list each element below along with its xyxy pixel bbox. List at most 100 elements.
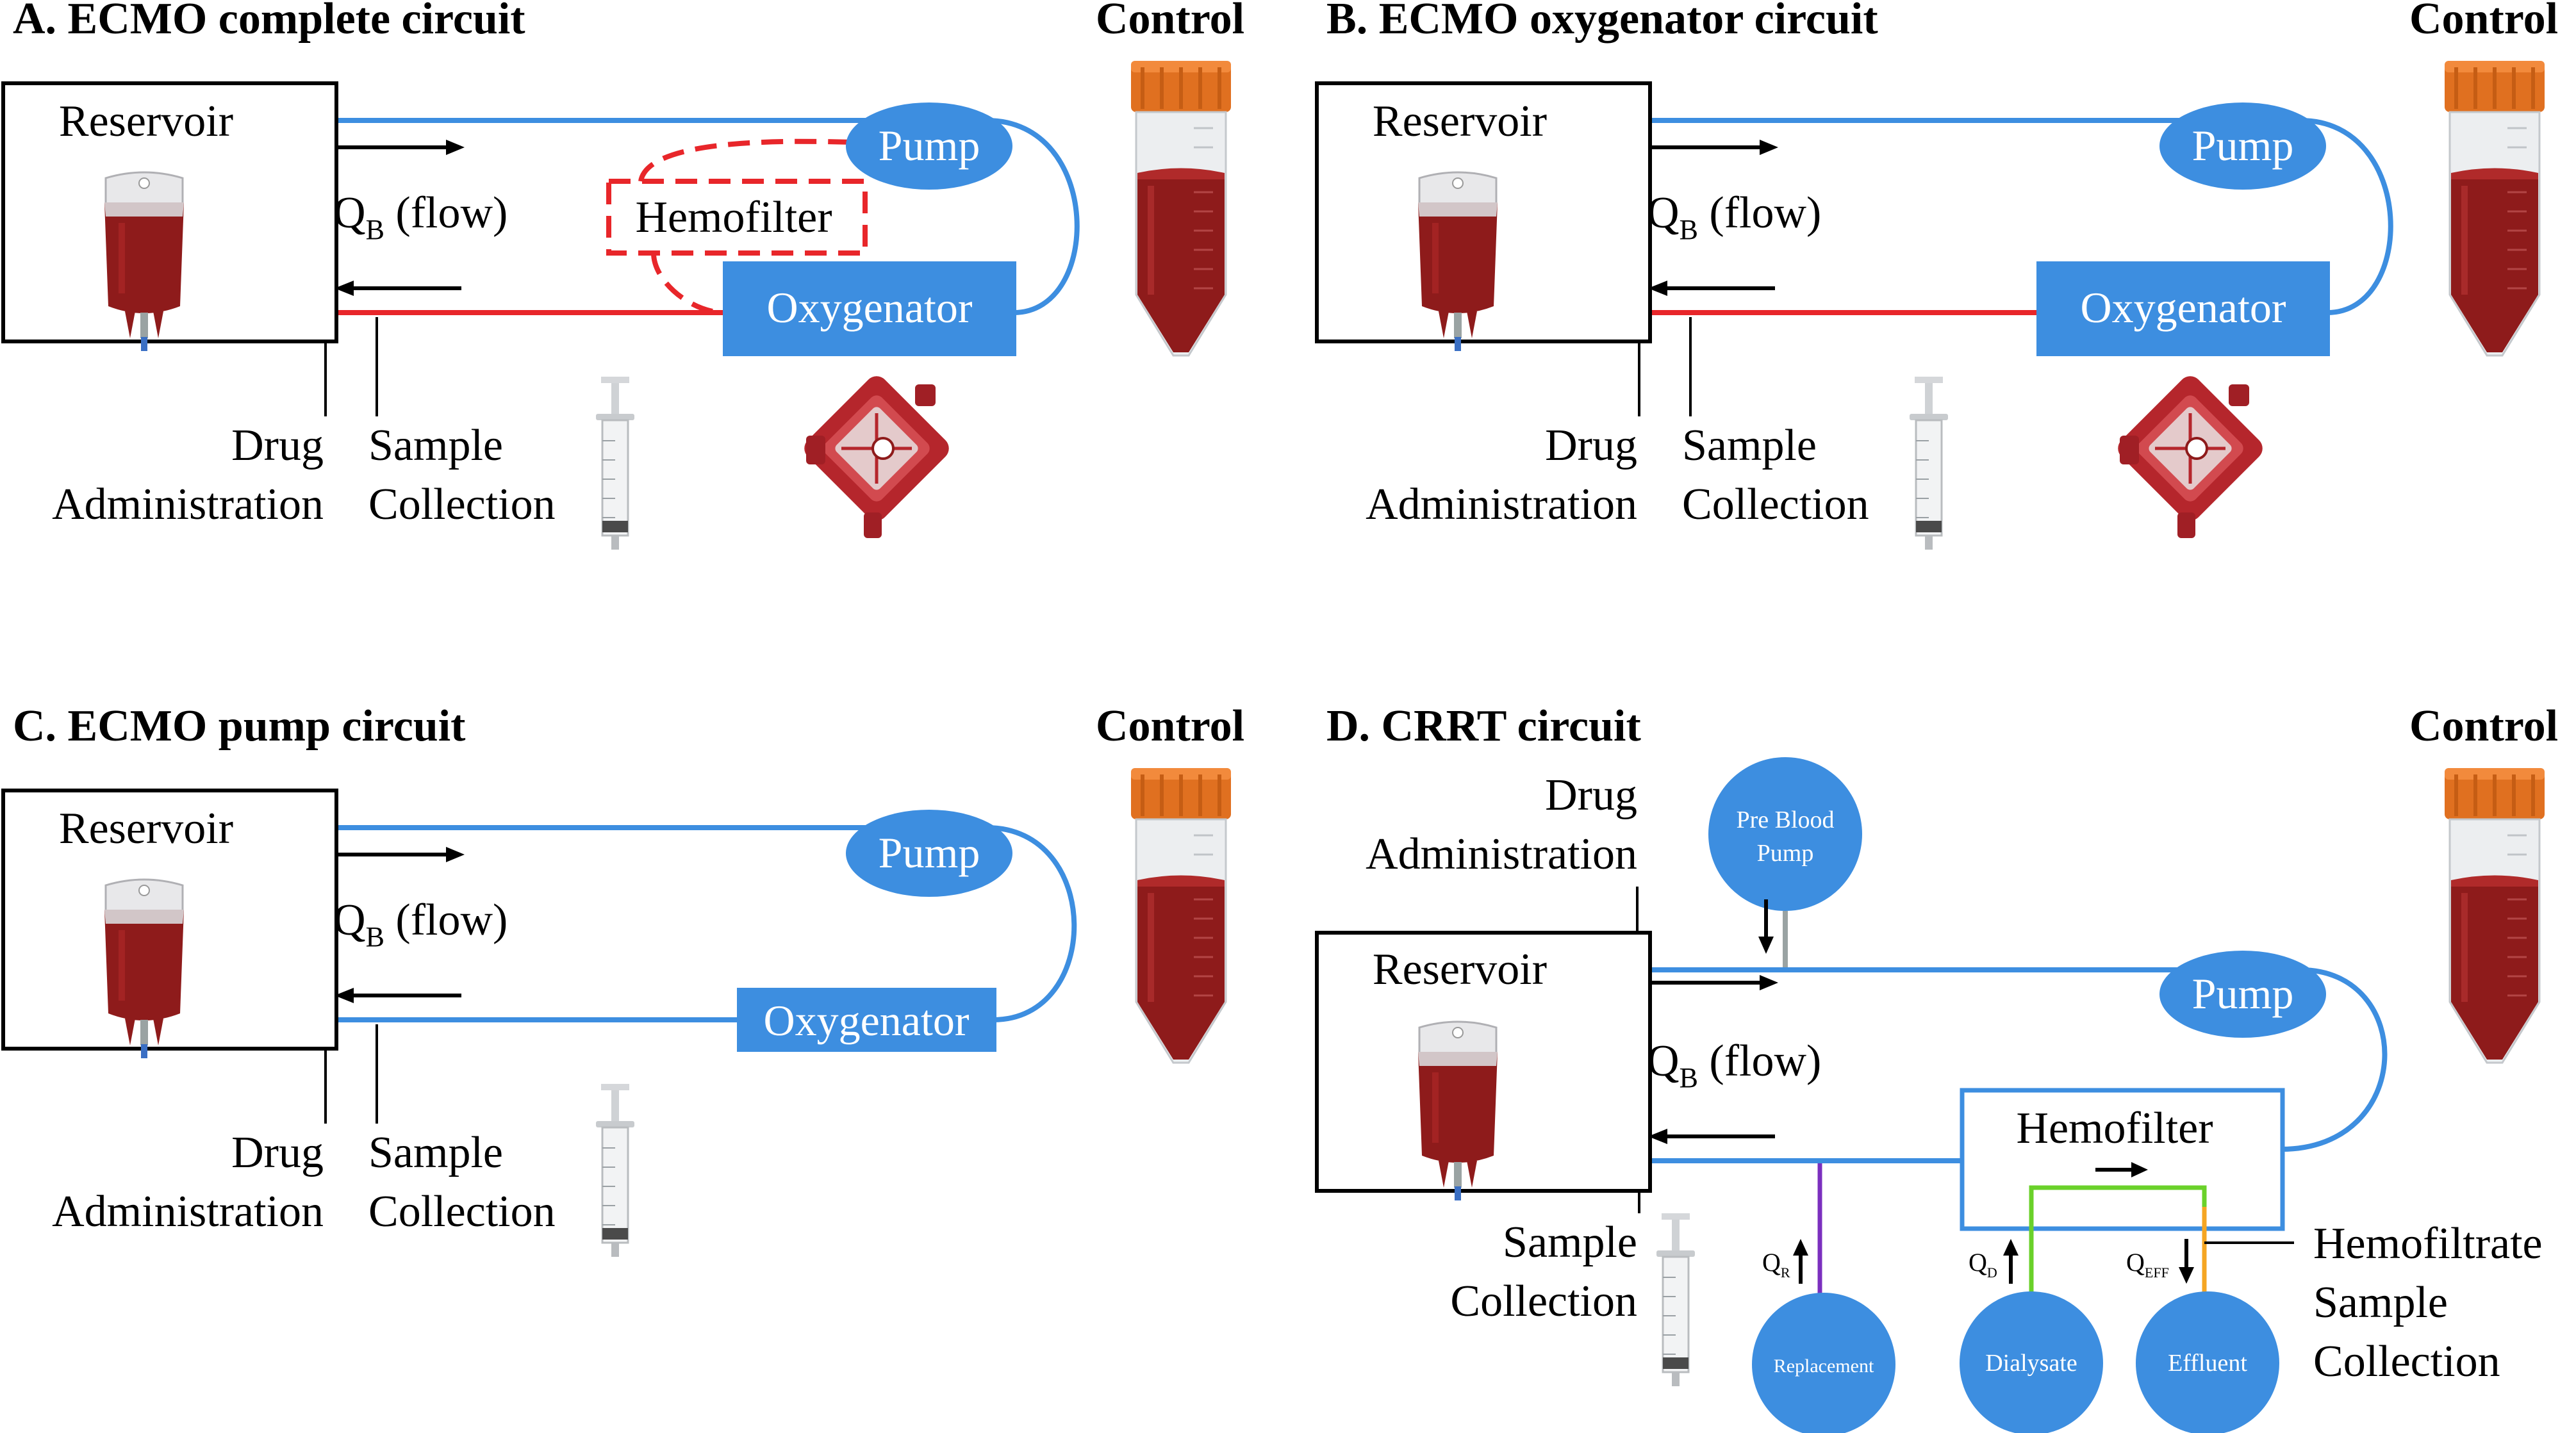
panel-b-qb-label: QB (flow) [1647, 188, 1821, 245]
panel-c-sample-label-2: Collection [368, 1187, 556, 1236]
panel-b-pump [2159, 102, 2326, 190]
panel-b-control-label: Control [2409, 0, 2558, 44]
panel-a-oxygenator-device-icon [800, 372, 954, 538]
panel-b-pump-label: Pump [2192, 121, 2294, 170]
panel-d-syringe-icon [1655, 1212, 1696, 1388]
panel-d-qr-arrow [1793, 1239, 1808, 1284]
panel-a-pump-label: Pump [879, 121, 980, 170]
panel-b-title: B. ECMO oxygenator circuit [1326, 0, 1878, 44]
panel-d-effluent-circle [2136, 1291, 2279, 1433]
panel-c-backward-arrow [334, 988, 461, 1003]
panel-b: B. ECMO oxygenator circuit Control Reser… [1315, 0, 2558, 551]
panel-b-oxygenator-device-icon [2113, 372, 2267, 538]
panel-d-reservoir-label: Reservoir [1373, 945, 1547, 994]
panel-d-pre-blood-pump-label-1: Pre Blood [1736, 807, 1834, 833]
panel-d: D. CRRT circuit Control Drug Administrat… [1315, 701, 2558, 1433]
panel-c-pump-label: Pump [879, 828, 980, 877]
panel-c-title: C. ECMO pump circuit [13, 701, 466, 751]
panel-d-replacement-label: Replacement [1774, 1355, 1874, 1377]
panel-b-backward-arrow [1648, 281, 1775, 296]
panel-a-forward-arrow [338, 140, 465, 155]
panel-d-effluent-label: Effluent [2168, 1350, 2247, 1377]
panel-d-hemofiltrate-label-2: Sample [2313, 1278, 2448, 1327]
panel-a-backward-arrow [334, 281, 461, 296]
panel-a-hemofilter-out-line [651, 252, 725, 315]
panel-d-dialysate-line [2029, 1185, 2207, 1325]
panel-b-forward-arrow [1652, 140, 1778, 155]
panel-a-drug-label-2: Administration [52, 480, 324, 529]
panel-a-syringe-icon [595, 375, 636, 551]
panel-d-backward-arrow [1648, 1129, 1775, 1144]
panel-a-hemofilter-label: Hemofilter [635, 193, 832, 242]
panel-b-oxygenator-label: Oxygenator [2080, 283, 2286, 332]
panel-d-sample-label-2: Collection [1450, 1277, 1637, 1326]
panel-c-control-tube-icon [1131, 768, 1231, 1063]
panel-c-control-label: Control [1096, 701, 1244, 751]
panel-d-qd-arrow [2003, 1239, 2019, 1284]
panel-a-pump [846, 102, 1012, 190]
panel-d-hemofilter-label: Hemofilter [2016, 1104, 2213, 1153]
panel-d-qeff-arrow [2179, 1239, 2194, 1284]
panel-c-return-curve [986, 825, 1077, 1022]
panel-b-control-tube-icon [2445, 61, 2545, 356]
panel-a-return-curve [986, 118, 1080, 315]
panel-d-dialysate-label: Dialysate [1985, 1350, 2077, 1377]
panel-d-pre-blood-arrow [1758, 899, 1774, 954]
panel-a-qb-label: QB (flow) [333, 188, 508, 245]
panel-c-qb-label: QB (flow) [333, 896, 508, 953]
panel-c-drug-label-1: Drug [231, 1128, 324, 1177]
panel-a-sample-label-1: Sample [368, 421, 503, 470]
panel-a-hemofilter-in-line [638, 138, 853, 183]
panel-c-drug-label-2: Administration [52, 1187, 324, 1236]
panel-c: C. ECMO pump circuit Control Reservoir Q… [1, 701, 1244, 1258]
panel-d-control-label: Control [2409, 701, 2558, 751]
panel-d-hemofilter-arrow [2095, 1162, 2148, 1177]
panel-c-oxygenator [737, 988, 996, 1052]
panel-d-qb-label: QB (flow) [1647, 1036, 1821, 1093]
panel-a-hemofilter-box [606, 179, 868, 256]
panel-b-drug-label-1: Drug [1545, 421, 1637, 470]
panel-b-drug-label-2: Administration [1366, 480, 1637, 529]
panel-d-control-tube-icon [2445, 768, 2545, 1063]
panel-a-reservoir-label: Reservoir [59, 97, 233, 146]
panel-b-syringe-icon [1908, 375, 1949, 551]
panel-a-oxygenator [723, 261, 1016, 356]
panel-a-sample-label-2: Collection [368, 480, 556, 529]
panel-c-reservoir-label: Reservoir [59, 804, 233, 853]
panel-c-oxygenator-label: Oxygenator [763, 996, 969, 1045]
panel-a-drug-label-1: Drug [231, 421, 324, 470]
panel-a-control-tube-icon [1131, 61, 1231, 356]
panel-d-title: D. CRRT circuit [1326, 701, 1641, 751]
panel-d-replacement-circle [1752, 1293, 1895, 1433]
panel-b-oxygenator [2036, 261, 2330, 356]
panel-d-drug-label-2: Administration [1366, 830, 1637, 879]
panel-a-title: A. ECMO complete circuit [13, 0, 525, 44]
panel-c-forward-arrow [338, 847, 465, 862]
panel-d-hemofilter-box [1960, 1088, 2285, 1231]
panel-b-sample-label-1: Sample [1682, 421, 1817, 470]
panel-c-pump [846, 810, 1012, 897]
panel-d-pre-blood-pump-label-2: Pump [1757, 840, 1814, 867]
panel-c-syringe-icon [595, 1083, 636, 1258]
panel-d-hemofiltrate-label-3: Collection [2313, 1337, 2500, 1386]
panel-d-return-curve [2281, 967, 2388, 1152]
panel-d-pump [2159, 951, 2326, 1038]
panel-d-qd-label: QD [1969, 1248, 1997, 1281]
panel-b-reservoir-label: Reservoir [1373, 97, 1547, 146]
panel-d-dialysate-circle [1960, 1291, 2103, 1433]
panel-d-forward-arrow [1652, 975, 1778, 990]
panel-c-sample-label-1: Sample [368, 1128, 503, 1177]
panel-d-hemofiltrate-label-1: Hemofiltrate [2313, 1219, 2543, 1268]
panel-d-sample-label-1: Sample [1503, 1218, 1637, 1267]
panel-d-pump-label: Pump [2192, 969, 2294, 1018]
panel-d-drug-label-1: Drug [1545, 771, 1637, 820]
panel-a-oxygenator-label: Oxygenator [766, 283, 972, 332]
panel-b-return-curve [2300, 118, 2393, 315]
panel-d-qr-label: QR [1762, 1248, 1790, 1281]
panel-d-pre-blood-pump [1708, 757, 1862, 911]
panel-a-control-label: Control [1096, 0, 1244, 44]
panel-a: A. ECMO complete circuit Control Reservo… [1, 0, 1244, 551]
panel-b-sample-label-2: Collection [1682, 480, 1869, 529]
panel-d-qeff-label: QEFF [2126, 1248, 2169, 1281]
